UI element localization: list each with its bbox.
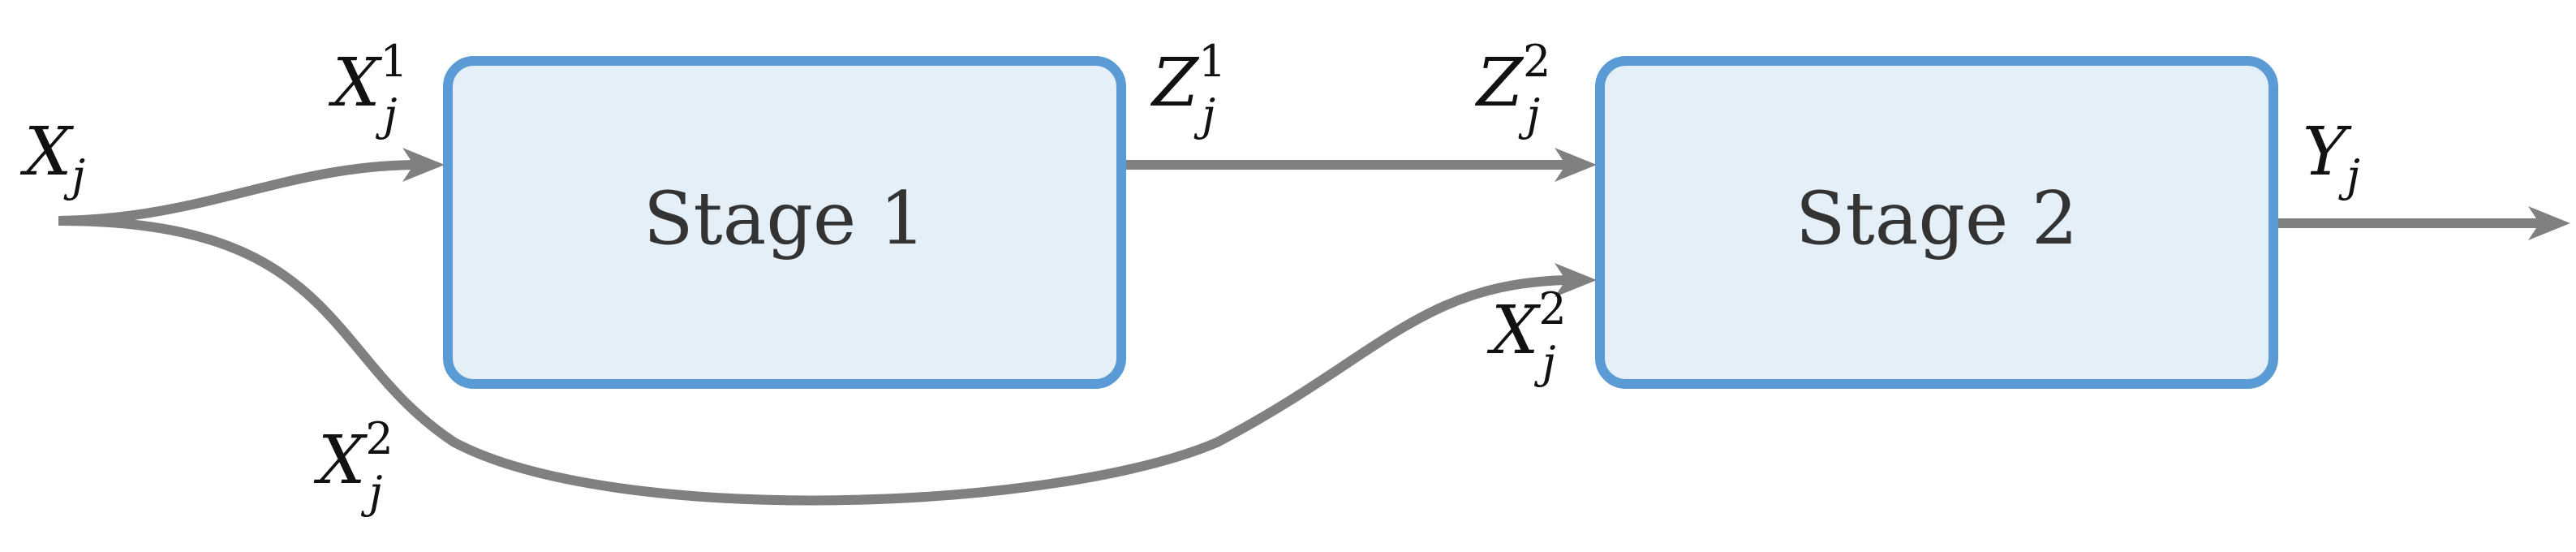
bypass-to-stage-2-arrow xyxy=(58,216,1597,506)
input-variable-label: Xj xyxy=(19,114,85,201)
stage-2-block: Stage 2 xyxy=(1595,56,2278,389)
output-variable-label: Yj xyxy=(2303,114,2360,201)
stage-2-output-arrow xyxy=(2278,206,2570,240)
input-to-stage-1-arrowhead xyxy=(402,148,445,182)
bypass-to-stage-2-line xyxy=(58,216,1567,506)
stage-1-to-stage-2-arrowhead xyxy=(1555,148,1597,182)
stage-1-block: Stage 1 xyxy=(443,56,1126,389)
stage-1-to-stage-2-arrow xyxy=(1126,148,1597,182)
input-to-stage-1-line xyxy=(58,160,415,226)
stage-1-label: Stage 1 xyxy=(643,176,926,261)
stage-2-label: Stage 2 xyxy=(1795,176,2078,261)
input-to-stage-1-arrow xyxy=(58,148,445,226)
stage-1-box xyxy=(443,56,1126,389)
bypass-to-stage-2-arrowhead xyxy=(1555,263,1597,297)
stage-2-output-arrowhead xyxy=(2528,206,2570,240)
stage-2-box xyxy=(1595,56,2278,389)
